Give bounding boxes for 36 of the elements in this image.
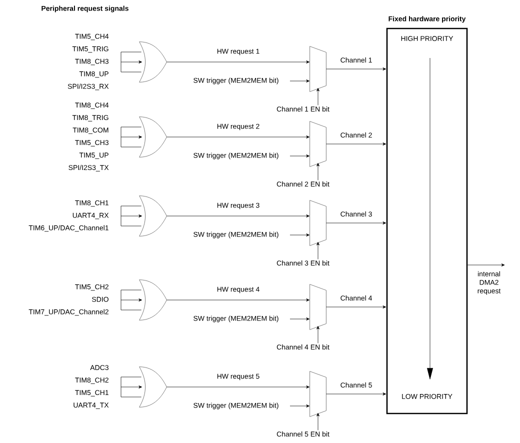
arrow (326, 306, 386, 308)
or-gate (139, 366, 167, 408)
arrow (316, 413, 320, 430)
arrow (326, 392, 386, 396)
arrow (120, 298, 142, 302)
or-gate (139, 280, 167, 320)
arrow (166, 136, 310, 138)
arrow (290, 154, 310, 158)
arrow (290, 318, 310, 320)
arrow (326, 142, 386, 146)
arrow (166, 60, 310, 64)
arrow (166, 386, 310, 388)
multiplexer (310, 200, 326, 246)
arrow (467, 264, 505, 266)
arrow (316, 326, 320, 344)
multiplexer (310, 284, 326, 330)
arrow (316, 242, 320, 260)
arrow (290, 404, 310, 408)
arrow (316, 163, 320, 180)
arrow (290, 80, 310, 82)
or-gate (139, 196, 167, 236)
or-gate (139, 42, 167, 82)
arrow (120, 214, 142, 218)
arrow (120, 136, 142, 138)
multiplexer (310, 46, 326, 92)
arrow (120, 60, 142, 64)
arrow (316, 88, 320, 106)
arrow (166, 214, 310, 218)
arrow (326, 68, 386, 70)
arrow (290, 234, 310, 236)
or-gate (139, 116, 167, 158)
arrow (166, 298, 310, 302)
arrow (326, 222, 386, 224)
multiplexer (310, 371, 326, 417)
multiplexer (310, 121, 326, 167)
arrow (120, 386, 142, 388)
